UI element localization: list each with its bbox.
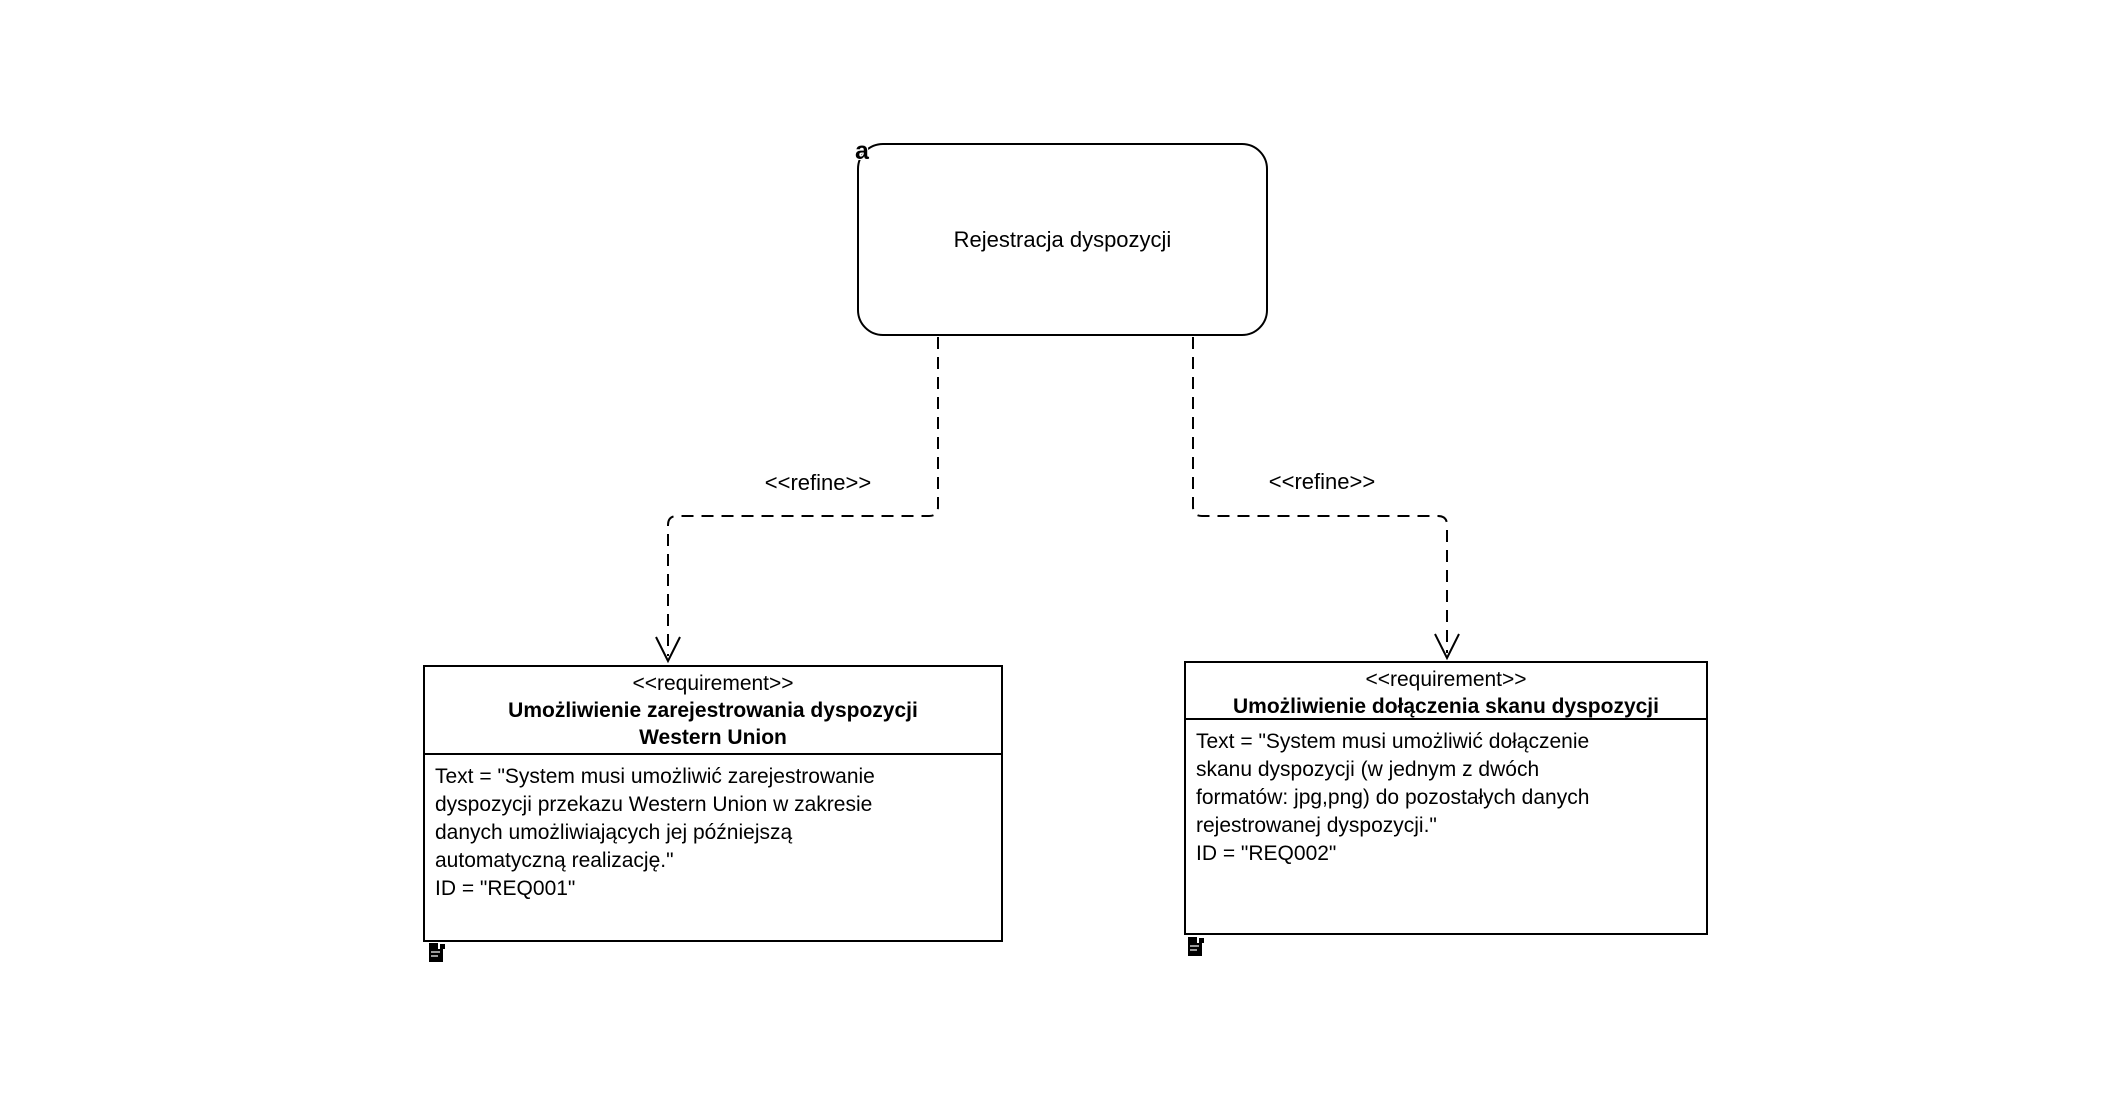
use-case-label: Rejestracja dyspozycji: [953, 226, 1172, 252]
requirement-text-line: skanu dyspozycji (w jednym z dwóch: [1196, 758, 1540, 781]
document-icon: [1188, 937, 1204, 956]
requirement-header: <<requirement>> Umożliwienie dołączenia …: [1186, 663, 1706, 720]
refine-label-left: <<refine>>: [764, 470, 872, 495]
requirement-text-line: formatów: jpg,png) do pozostałych danych: [1196, 786, 1590, 809]
use-case-node[interactable]: Rejestracja dyspozycji: [857, 143, 1268, 336]
refine-label-right: <<refine>>: [1268, 469, 1376, 494]
requirement-id-line: ID = "REQ002": [1196, 842, 1337, 865]
requirement-text-line: Text = "System musi umożliwić zarejestro…: [435, 765, 875, 788]
requirement-id-line: ID = "REQ001": [435, 877, 576, 900]
refine-connector-left[interactable]: [667, 337, 939, 656]
requirement-body: Text = "System musi umożliwić dołączenie…: [1186, 720, 1706, 868]
document-icon: [429, 943, 445, 962]
requirement-body: Text = "System musi umożliwić zarejestro…: [425, 755, 1001, 903]
requirement-text-line: danych umożliwiających jej późniejszą: [435, 821, 793, 844]
arrowhead-right-icon: [1434, 633, 1460, 661]
requirement-node-req001[interactable]: <<requirement>> Umożliwienie zarejestrow…: [423, 665, 1003, 942]
arrowhead-left-icon: [655, 636, 681, 664]
refine-connector-right[interactable]: [1192, 337, 1448, 653]
requirement-text-line: automatyczną realizację.": [435, 849, 674, 872]
stereotype-label: <<requirement>>: [1365, 668, 1527, 691]
requirement-header: <<requirement>> Umożliwienie zarejestrow…: [425, 667, 1001, 755]
requirement-text-line: Text = "System musi umożliwić dołączenie: [1196, 730, 1590, 753]
requirement-name-line: Umożliwienie dołączenia skanu dyspozycji: [1233, 695, 1659, 718]
stereotype-label: <<requirement>>: [632, 672, 794, 695]
requirement-name-line: Umożliwienie zarejestrowania dyspozycji: [508, 699, 918, 722]
requirement-name-line: Western Union: [639, 726, 787, 749]
requirement-node-req002[interactable]: <<requirement>> Umożliwienie dołączenia …: [1184, 661, 1708, 935]
corner-marker: a: [855, 137, 869, 165]
requirement-text-line: dyspozycji przekazu Western Union w zakr…: [435, 793, 873, 816]
requirement-text-line: rejestrowanej dyspozycji.": [1196, 814, 1437, 837]
